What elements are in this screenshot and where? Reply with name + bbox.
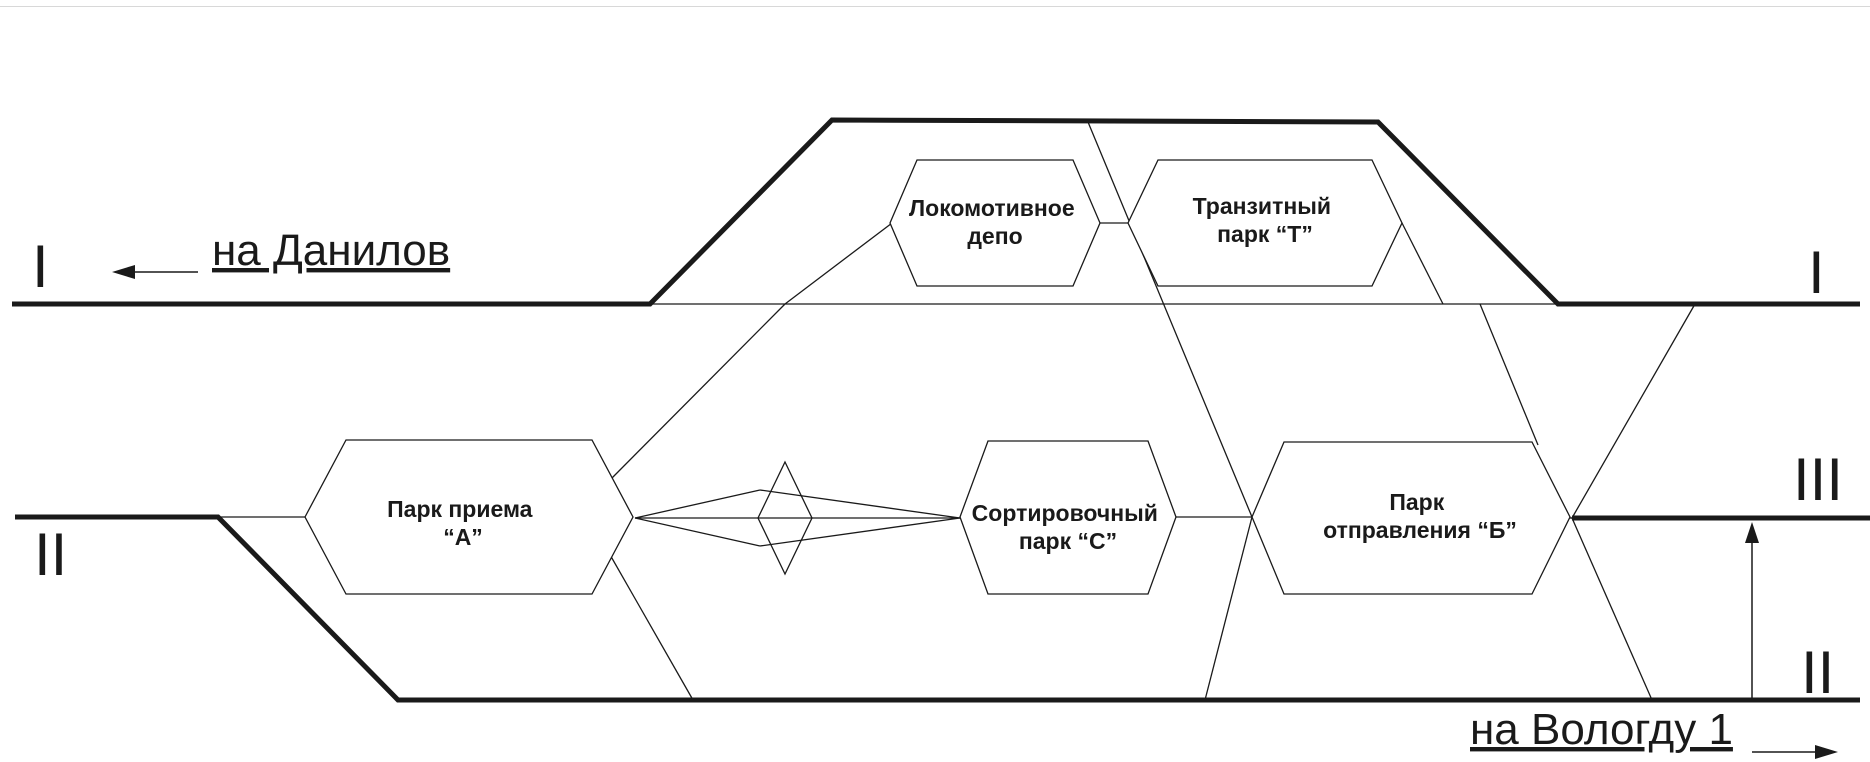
arrow-right-vologda [1752,745,1838,759]
park-reception-label: Парк приема “А” [387,496,539,550]
track-A-to-II [608,552,694,701]
park-transit-label: Транзитный парк “Т” [1193,193,1338,247]
main-lines [12,117,1870,703]
track-I-to-III [1571,303,1696,519]
park-shapes [304,159,1571,595]
top-border [0,0,1870,7]
diamond-switch [757,460,813,576]
connecting-tracks [218,121,1696,701]
track-number-III-right: III [1793,446,1843,513]
track-B-to-II-right [1571,517,1653,701]
park-reception-shape [304,439,634,595]
arrow-up [1745,522,1759,700]
track-depot-entry [784,222,893,305]
track-cross-upper [1087,121,1253,518]
track-number-II-left: II [34,521,67,588]
park-departure-shape [1251,441,1571,595]
track-I-to-B [1479,303,1539,446]
park-depot-shape [889,159,1101,287]
main-line-II [15,514,1860,703]
park-sorting-label: Сортировочный парк “С” [972,500,1165,554]
park-transit-shape [1127,159,1403,287]
arrow-left-danilov [112,265,198,279]
track-T-right [1401,222,1444,305]
track-A-to-depot [609,303,786,481]
direction-danilov: на Данилов [212,226,450,275]
park-sorting-shape [959,440,1177,595]
main-line-I [12,117,1860,307]
track-number-II-right: II [1801,639,1834,706]
track-number-I-left: I [32,233,49,300]
direction-vologda: на Вологду 1 [1470,705,1733,754]
park-depot-label: Локомотивное депо [909,195,1081,249]
switch-fan [634,460,961,576]
park-departure-label: Парк отправления “Б” [1323,489,1517,543]
track-number-I-right: I [1808,239,1825,306]
track-B-to-II [1204,516,1253,701]
